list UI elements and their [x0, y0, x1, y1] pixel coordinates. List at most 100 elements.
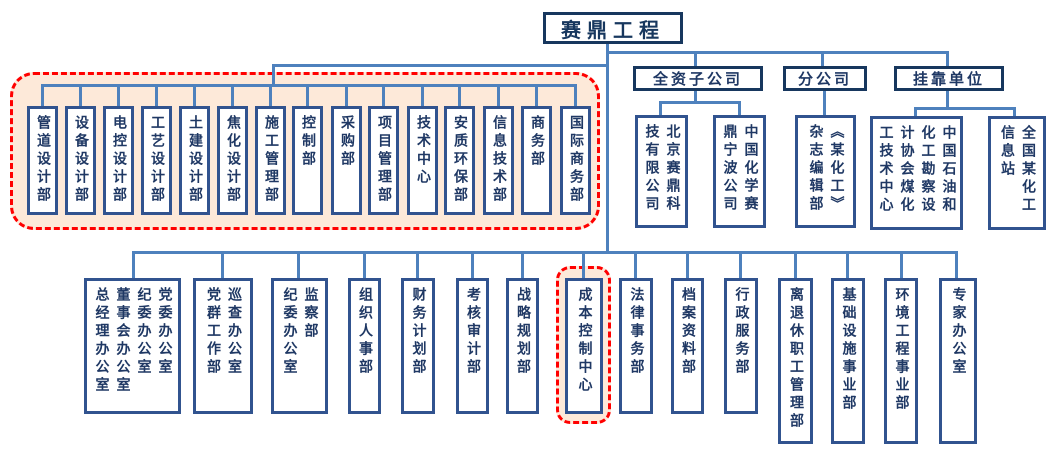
discipline-supervision-dept-box: 监察部 纪委办公室 — [271, 278, 328, 414]
dept-label: 采购部 — [339, 115, 355, 169]
unit-label: 中国石油和 化工勘察设 计协会煤化 工技术中心 — [877, 125, 957, 215]
legal-affairs-dept-box: 法律事务部 — [619, 278, 653, 414]
dept-label: 财务计划部 — [410, 287, 427, 377]
connector-line — [41, 84, 44, 107]
connector-line — [416, 251, 419, 279]
dept-label: 成本控制中心 — [576, 287, 593, 395]
electric-control-design-dept-box: 电控设计部 — [103, 106, 134, 215]
dept-label: 信息技术部 — [491, 115, 507, 205]
connector-line — [946, 51, 949, 67]
organization-personnel-dept-box: 组织人事部 — [348, 278, 381, 414]
control-dept-box: 控制部 — [292, 106, 323, 215]
company-label: 中国化学赛 鼎宁波公司 — [721, 124, 759, 214]
procurement-dept-box: 采购部 — [331, 106, 362, 215]
dept-label: 设备设计部 — [73, 115, 89, 205]
dept-label: 党委办公室 纪委办公室 董事会办公室 总经理办公室 — [93, 287, 173, 395]
category-affiliated-box: 挂靠单位 — [894, 66, 1004, 91]
dept-label: 档案资料部 — [680, 287, 696, 377]
equipment-design-dept-box: 设备设计部 — [65, 106, 96, 215]
dept-label: 项目管理部 — [376, 115, 392, 205]
connector-line — [846, 251, 849, 279]
connector-line — [79, 84, 82, 107]
coal-chemical-tech-center-box: 中国石油和 化工勘察设 计协会煤化 工技术中心 — [870, 116, 963, 230]
safety-quality-environment-dept-box: 安质环保部 — [444, 106, 475, 215]
connector-line — [382, 84, 385, 107]
connector-line — [609, 51, 949, 54]
experts-office-box: 专家办公室 — [939, 278, 977, 444]
connector-line — [606, 44, 609, 253]
archives-dept-box: 档案资料部 — [671, 278, 704, 414]
category-affiliated-label: 挂靠单位 — [912, 70, 985, 88]
connector-line — [272, 64, 609, 67]
category-wholly-owned-box: 全资子公司 — [633, 66, 763, 91]
pipeline-design-dept-box: 管道设计部 — [27, 106, 58, 215]
connector-line — [686, 251, 689, 279]
dept-label: 焦化设计部 — [225, 115, 241, 205]
category-branch-label: 分公司 — [797, 70, 852, 88]
connector-line — [739, 251, 742, 279]
connector-line — [535, 84, 538, 107]
connector-line — [582, 251, 585, 279]
dept-label: 技术中心 — [415, 115, 431, 187]
company-title-box: 赛鼎工程 — [543, 12, 683, 44]
connector-line — [155, 84, 158, 107]
cost-control-center-box: 成本控制中心 — [565, 278, 603, 414]
strategic-planning-dept-box: 战略规划部 — [506, 278, 539, 414]
connector-line — [458, 84, 461, 107]
dept-label: 法律事务部 — [628, 287, 645, 377]
chemical-info-station-box: 全国某化工 信息站 — [988, 116, 1046, 230]
connector-line — [231, 84, 234, 107]
dept-label: 控制部 — [300, 115, 316, 169]
connector-line — [363, 251, 366, 279]
international-commerce-dept-box: 国际商务部 — [560, 106, 591, 215]
connector-line — [132, 251, 958, 254]
connector-line — [955, 251, 958, 279]
process-design-dept-box: 工艺设计部 — [141, 106, 172, 215]
connector-line — [694, 90, 697, 103]
connector-line — [574, 84, 577, 107]
dept-label: 工艺设计部 — [149, 115, 165, 205]
commerce-dept-box: 商务部 — [521, 106, 552, 215]
connector-line — [738, 101, 741, 116]
unit-label: 全国某化工 信息站 — [999, 125, 1036, 215]
category-branch-box: 分公司 — [783, 66, 867, 91]
connector-line — [421, 84, 424, 107]
connector-line — [272, 64, 275, 86]
dept-label: 安质环保部 — [452, 115, 468, 205]
coking-design-dept-box: 焦化设计部 — [217, 106, 248, 215]
environmental-engineering-division-box: 环境工程事业部 — [884, 278, 918, 444]
infrastructure-division-box: 基础设施事业部 — [831, 278, 865, 444]
dept-label: 商务部 — [529, 115, 545, 169]
dept-label: 组织人事部 — [357, 287, 373, 377]
connector-line — [823, 90, 826, 116]
information-technology-dept-box: 信息技术部 — [483, 106, 514, 215]
party-mass-work-dept-box: 巡查办公室 党群工作部 — [193, 278, 253, 414]
civil-engineering-design-dept-box: 土建设计部 — [179, 106, 210, 215]
connector-line — [297, 251, 300, 279]
connector-line — [521, 251, 524, 279]
connector-line — [132, 251, 135, 279]
connector-line — [1013, 107, 1016, 117]
connector-line — [694, 51, 697, 67]
connector-line — [914, 107, 917, 117]
connector-line — [471, 251, 474, 279]
connector-line — [659, 101, 662, 116]
company-label: 北京赛鼎科 技有限公司 — [643, 124, 681, 214]
project-management-dept-box: 项目管理部 — [368, 106, 399, 215]
connector-line — [117, 84, 120, 107]
connector-line — [821, 51, 824, 67]
dept-label: 考核审计部 — [465, 287, 481, 377]
executive-offices-box: 党委办公室 纪委办公室 董事会办公室 总经理办公室 — [84, 278, 181, 414]
dept-label: 行政服务部 — [733, 287, 750, 377]
assessment-audit-dept-box: 考核审计部 — [456, 278, 489, 414]
dept-label: 环境工程事业部 — [893, 287, 910, 413]
beijing-saiding-tech-box: 北京赛鼎科 技有限公司 — [635, 115, 688, 228]
connector-line — [794, 251, 797, 279]
company-label: 《某化工》 杂志编辑部 — [807, 124, 845, 214]
company-title: 赛鼎工程 — [561, 17, 665, 42]
ningbo-company-box: 中国化学赛 鼎宁波公司 — [713, 115, 766, 228]
dept-label: 监察部 纪委办公室 — [281, 287, 319, 377]
connector-line — [634, 251, 637, 279]
dept-label: 施工管理部 — [263, 115, 279, 205]
